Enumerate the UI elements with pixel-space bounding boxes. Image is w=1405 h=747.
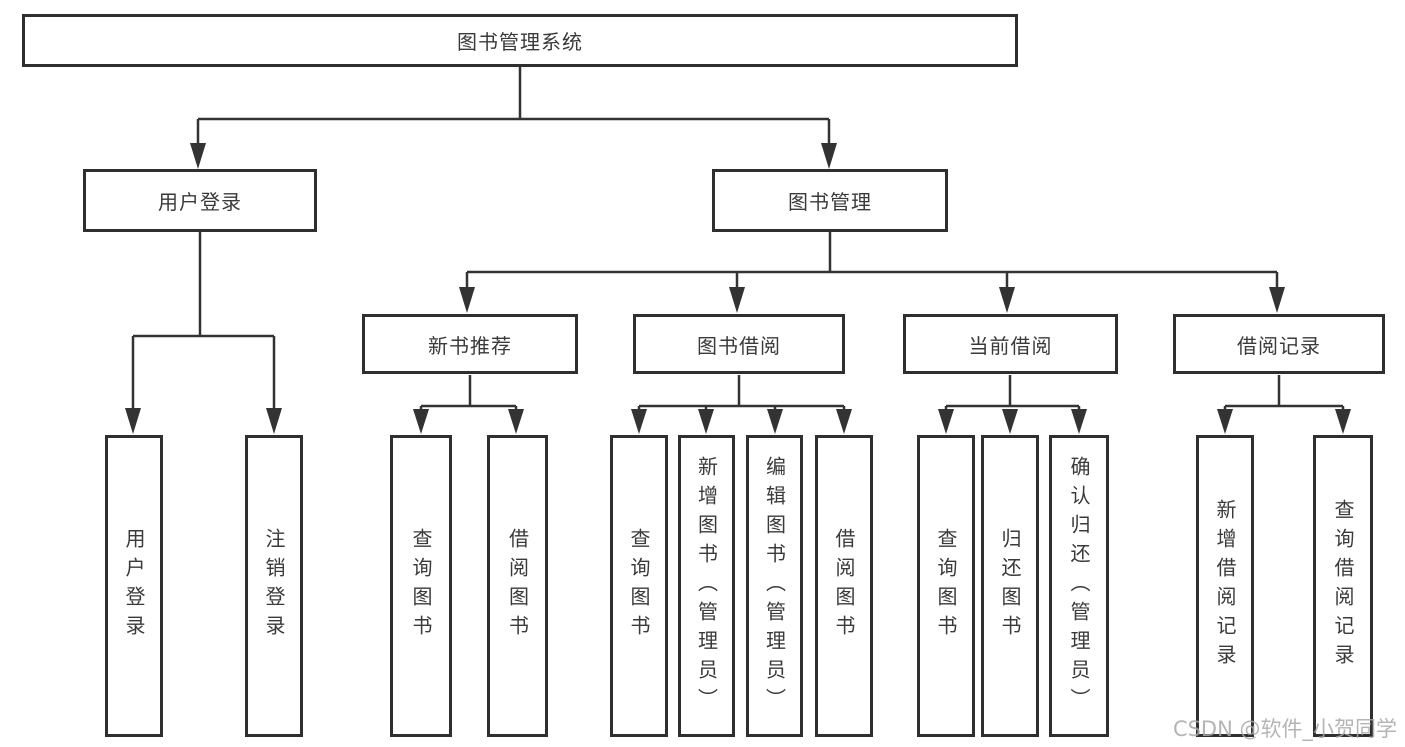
leaf-logout: 注销登录 (245, 435, 303, 737)
leaf-add-books-admin: 新增图书（管理员） (678, 435, 735, 737)
connector-borrow-record (1223, 375, 1345, 412)
node-current-borrow: 当前借阅 (903, 314, 1118, 374)
node-book-management: 图书管理 (712, 169, 948, 232)
connector-book-management (465, 232, 1279, 290)
connector-current-borrow (944, 375, 1081, 412)
connector-root (196, 66, 831, 146)
leaf-query-books-recommend: 查询图书 (390, 435, 452, 737)
leaf-borrow-books: 借阅图书 (815, 435, 873, 737)
leaf-borrow-books-recommend: 借阅图书 (487, 435, 548, 737)
leaf-edit-books-admin: 编辑图书（管理员） (746, 435, 803, 737)
csdn-watermark: CSDN @软件_小贺同学 (1172, 717, 1397, 741)
connector-user-login (131, 232, 276, 412)
node-borrow-record: 借阅记录 (1173, 314, 1385, 374)
connector-new-book (419, 375, 518, 412)
leaf-query-books-current: 查询图书 (917, 435, 975, 737)
node-new-book-recommend: 新书推荐 (362, 314, 578, 374)
leaf-add-borrow-record: 新增借阅记录 (1196, 435, 1254, 737)
node-book-borrow: 图书借阅 (633, 314, 845, 374)
leaf-query-borrow-record: 查询借阅记录 (1313, 435, 1373, 737)
leaf-confirm-return-admin: 确认归还（管理员） (1049, 435, 1109, 737)
leaf-user-login: 用户登录 (105, 435, 163, 737)
connector-book-borrow (637, 375, 846, 412)
leaf-return-books: 归还图书 (981, 435, 1039, 737)
node-user-login: 用户登录 (83, 169, 317, 232)
leaf-query-books-borrow: 查询图书 (610, 435, 668, 737)
node-root: 图书管理系统 (22, 14, 1018, 67)
